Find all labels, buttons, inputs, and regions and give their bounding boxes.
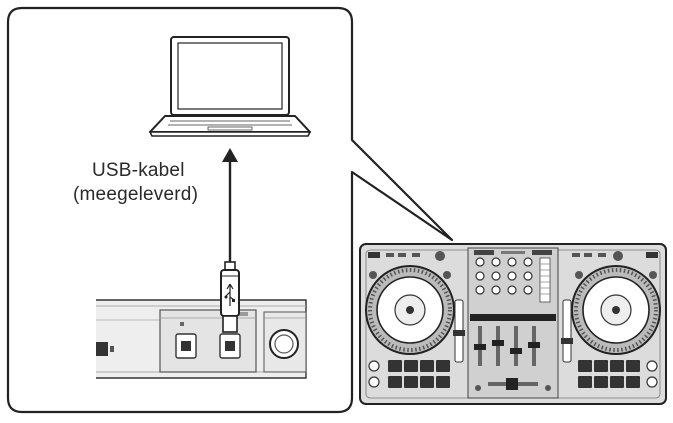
left-deck xyxy=(365,251,465,388)
mixer-section xyxy=(467,247,559,399)
laptop-icon xyxy=(148,36,312,137)
arrow-up-icon xyxy=(222,148,238,162)
cable-label-line2: (meegeleverd) xyxy=(73,184,199,205)
usb-plug-icon xyxy=(220,261,240,333)
dj-controller-icon xyxy=(359,243,667,405)
usb-cable xyxy=(222,148,238,262)
right-deck xyxy=(561,251,661,388)
cable-label-line1: USB-kabel xyxy=(92,160,185,181)
usb-port-panel xyxy=(96,299,307,379)
